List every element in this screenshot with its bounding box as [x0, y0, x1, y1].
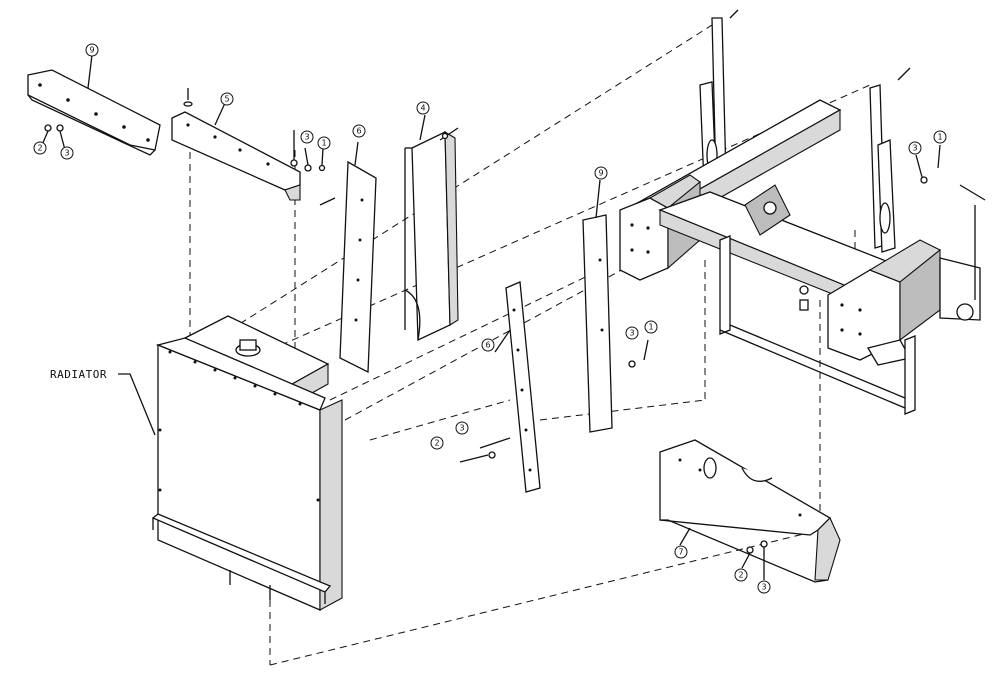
svg-text:4: 4: [420, 104, 425, 113]
callout-4: 4: [416, 101, 430, 115]
frame-assembly: [619, 9, 986, 415]
hardware-bottom-right: [741, 540, 768, 580]
svg-text:3: 3: [304, 133, 309, 142]
callout-7: 7: [674, 545, 688, 559]
hardware-center-top: [290, 130, 336, 206]
callout-2-center: 2: [430, 436, 444, 450]
hardware-right-top: [799, 144, 941, 311]
part-5-angle-bracket: [171, 88, 301, 201]
part-4-shroud-side: [404, 114, 459, 342]
svg-text:9: 9: [598, 169, 603, 178]
callout-5: 5: [220, 92, 234, 106]
callout-2-bottom: 2: [734, 568, 748, 582]
svg-text:3: 3: [459, 424, 464, 433]
callout-3-center-low: 3: [455, 421, 469, 435]
callout-6-lower: 6: [481, 338, 495, 352]
svg-text:2: 2: [434, 439, 439, 448]
callout-6-upper: 6: [352, 124, 366, 138]
svg-text:3: 3: [912, 144, 917, 153]
callout-9-top: 9: [85, 43, 99, 57]
svg-text:3: 3: [629, 329, 634, 338]
hardware-center-mid: [459, 339, 649, 463]
part-6-lower-strip: [494, 281, 541, 493]
svg-text:6: 6: [356, 127, 361, 136]
callout-3-bottom: 3: [757, 580, 771, 594]
callout-bubbles: 9 5 3 1 6 4 2 3 9 3 1 6 3 1 2 3 7 2 3: [33, 43, 947, 594]
callout-1-center: 1: [644, 320, 658, 334]
svg-text:2: 2: [37, 144, 42, 153]
radiator-label: RADIATOR: [50, 368, 107, 381]
svg-text:1: 1: [321, 139, 326, 148]
svg-text:3: 3: [761, 583, 766, 592]
part-6-upper-strip: [339, 141, 377, 374]
callout-1-top: 1: [317, 136, 331, 150]
svg-text:3: 3: [64, 149, 69, 158]
svg-text:1: 1: [648, 323, 653, 332]
svg-text:5: 5: [224, 95, 229, 104]
svg-text:1: 1: [937, 133, 942, 142]
callout-3-center: 3: [625, 326, 639, 340]
callout-3-right: 3: [908, 141, 922, 155]
part-7-bottom-shroud: [659, 439, 841, 583]
callout-3-left: 3: [60, 146, 74, 160]
callout-3-top: 3: [300, 130, 314, 144]
part-9-lower-strip: [582, 179, 613, 433]
callout-9-lower: 9: [594, 166, 608, 180]
callout-1-right: 1: [933, 130, 947, 144]
svg-text:9: 9: [89, 46, 94, 55]
radiator-leader: [118, 373, 156, 436]
radiator-assembly: [151, 315, 343, 611]
svg-text:2: 2: [738, 571, 743, 580]
svg-text:7: 7: [678, 548, 683, 557]
callout-2-left: 2: [33, 141, 47, 155]
part-9-top-plate: [27, 69, 161, 156]
svg-text:6: 6: [485, 341, 490, 350]
